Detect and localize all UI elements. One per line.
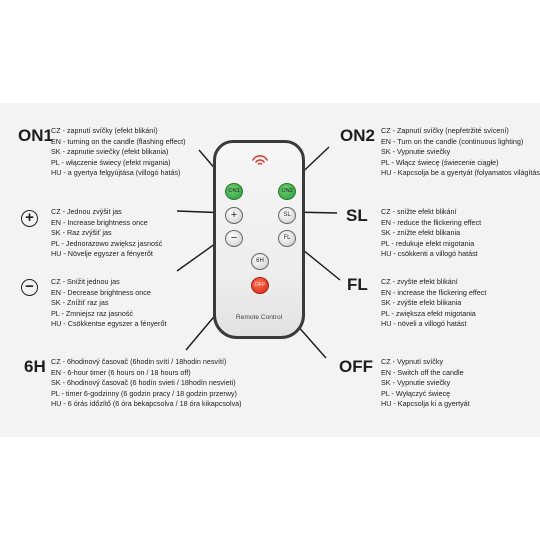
desc-6h: CZ - 6hodinový časovač (6hodin svítí / 1… <box>51 357 242 409</box>
desc-on2: CZ - Zapnutí svíčky (nepřetržité svícení… <box>381 126 540 178</box>
on2-button[interactable]: ON2 <box>278 183 296 200</box>
remote-control: ON1 ON2 + SL − FL 6H OFF Remote Control <box>213 140 305 339</box>
sl-button[interactable]: SL <box>278 207 296 224</box>
plus-button[interactable]: + <box>225 207 243 224</box>
minus-symbol-icon: − <box>21 279 38 296</box>
fl-button[interactable]: FL <box>278 230 296 247</box>
off-button[interactable]: OFF <box>251 277 269 294</box>
on1-button[interactable]: ON1 <box>225 183 243 200</box>
remote-control-label: Remote Control <box>235 314 283 321</box>
desc-on1: CZ - zapnutí svíčky (efekt blikání)EN - … <box>51 126 186 178</box>
6h-button[interactable]: 6H <box>251 253 269 270</box>
label-fl: FL <box>347 275 368 294</box>
label-6h: 6H <box>24 357 46 376</box>
minus-button[interactable]: − <box>225 230 243 247</box>
plus-symbol-icon: + <box>21 210 38 227</box>
infrared-signal-icon <box>252 155 268 165</box>
label-on1: ON1 <box>18 126 53 145</box>
label-on2: ON2 <box>340 126 375 145</box>
label-off: OFF <box>339 357 373 376</box>
label-sl: SL <box>346 206 368 225</box>
